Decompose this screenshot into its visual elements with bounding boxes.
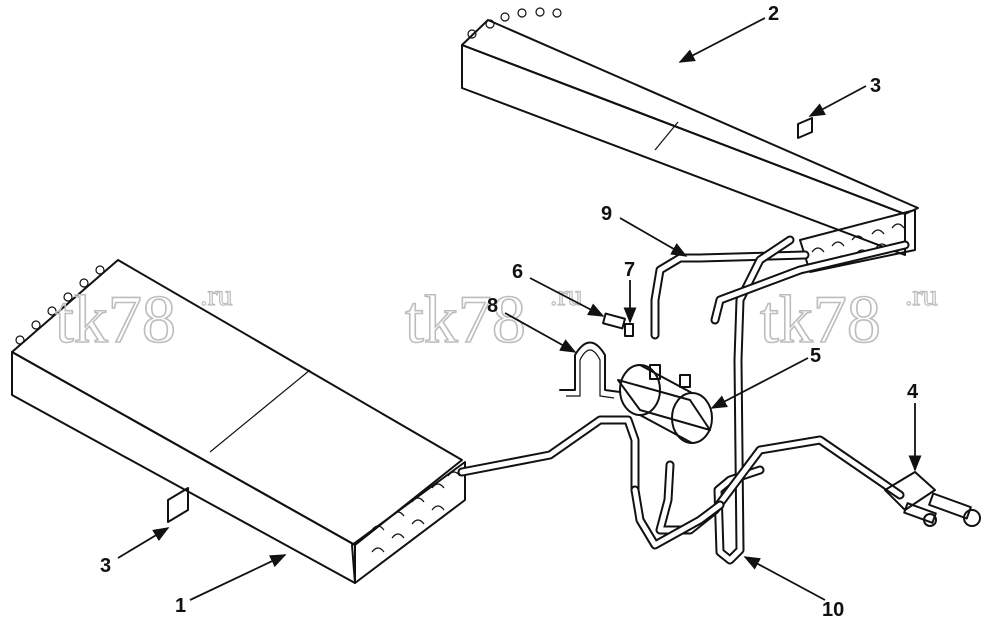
- callout-1: 1: [175, 595, 186, 617]
- svg-text:tk78: tk78: [55, 281, 176, 357]
- svg-text:tk78: tk78: [405, 281, 526, 357]
- watermark-left: tk78 .ru: [54, 278, 233, 357]
- watermark-right: tk78 .ru: [759, 278, 938, 357]
- leader-3a: [808, 85, 867, 117]
- svg-text:.ru: .ru: [550, 279, 583, 312]
- callout-9: 9: [601, 203, 612, 225]
- leader-3b: [117, 527, 170, 559]
- watermark-center: tk78 .ru: [404, 278, 583, 357]
- leader-lines: [117, 17, 922, 601]
- callout-8: 8: [487, 295, 498, 317]
- lower-coil-tube-bends: [15, 265, 105, 345]
- callout-3b: 3: [100, 555, 111, 577]
- lower-evaporator-coil: [11, 259, 466, 584]
- callout-10: 10: [822, 599, 844, 621]
- bulkhead-fitting: [884, 471, 981, 527]
- upper-mounting-bracket: [797, 117, 813, 139]
- leader-9: [619, 217, 688, 257]
- mounting-strap: [559, 341, 621, 399]
- leader-5: [710, 357, 809, 409]
- leader-6: [529, 277, 605, 317]
- upper-coil-tube-bends: [467, 7, 562, 39]
- leader-8: [504, 312, 577, 353]
- svg-text:.ru: .ru: [200, 279, 233, 312]
- callout-7: 7: [624, 259, 635, 281]
- svg-text:tk78: tk78: [760, 281, 881, 357]
- callout-2: 2: [768, 3, 779, 25]
- leader-10: [743, 556, 826, 601]
- lower-mounting-bracket: [167, 487, 189, 523]
- sight-glass-fitting: [602, 312, 626, 330]
- leader-1: [189, 554, 287, 601]
- callout-labels: 1 2 3 3 4 5 6 7 8 9 10: [100, 3, 919, 621]
- receiver-dryer: [617, 364, 713, 444]
- callout-6: 6: [512, 261, 523, 283]
- leader-2: [678, 17, 766, 63]
- refrigerant-tubing: [457, 235, 910, 565]
- svg-text:.ru: .ru: [905, 279, 938, 312]
- callout-3a: 3: [870, 75, 881, 97]
- upper-evaporator-coil: [461, 7, 919, 273]
- callout-5: 5: [810, 345, 821, 367]
- lower-coil-end-header: [351, 461, 466, 584]
- pressure-switch-fitting: [624, 323, 634, 337]
- callout-4: 4: [907, 381, 919, 403]
